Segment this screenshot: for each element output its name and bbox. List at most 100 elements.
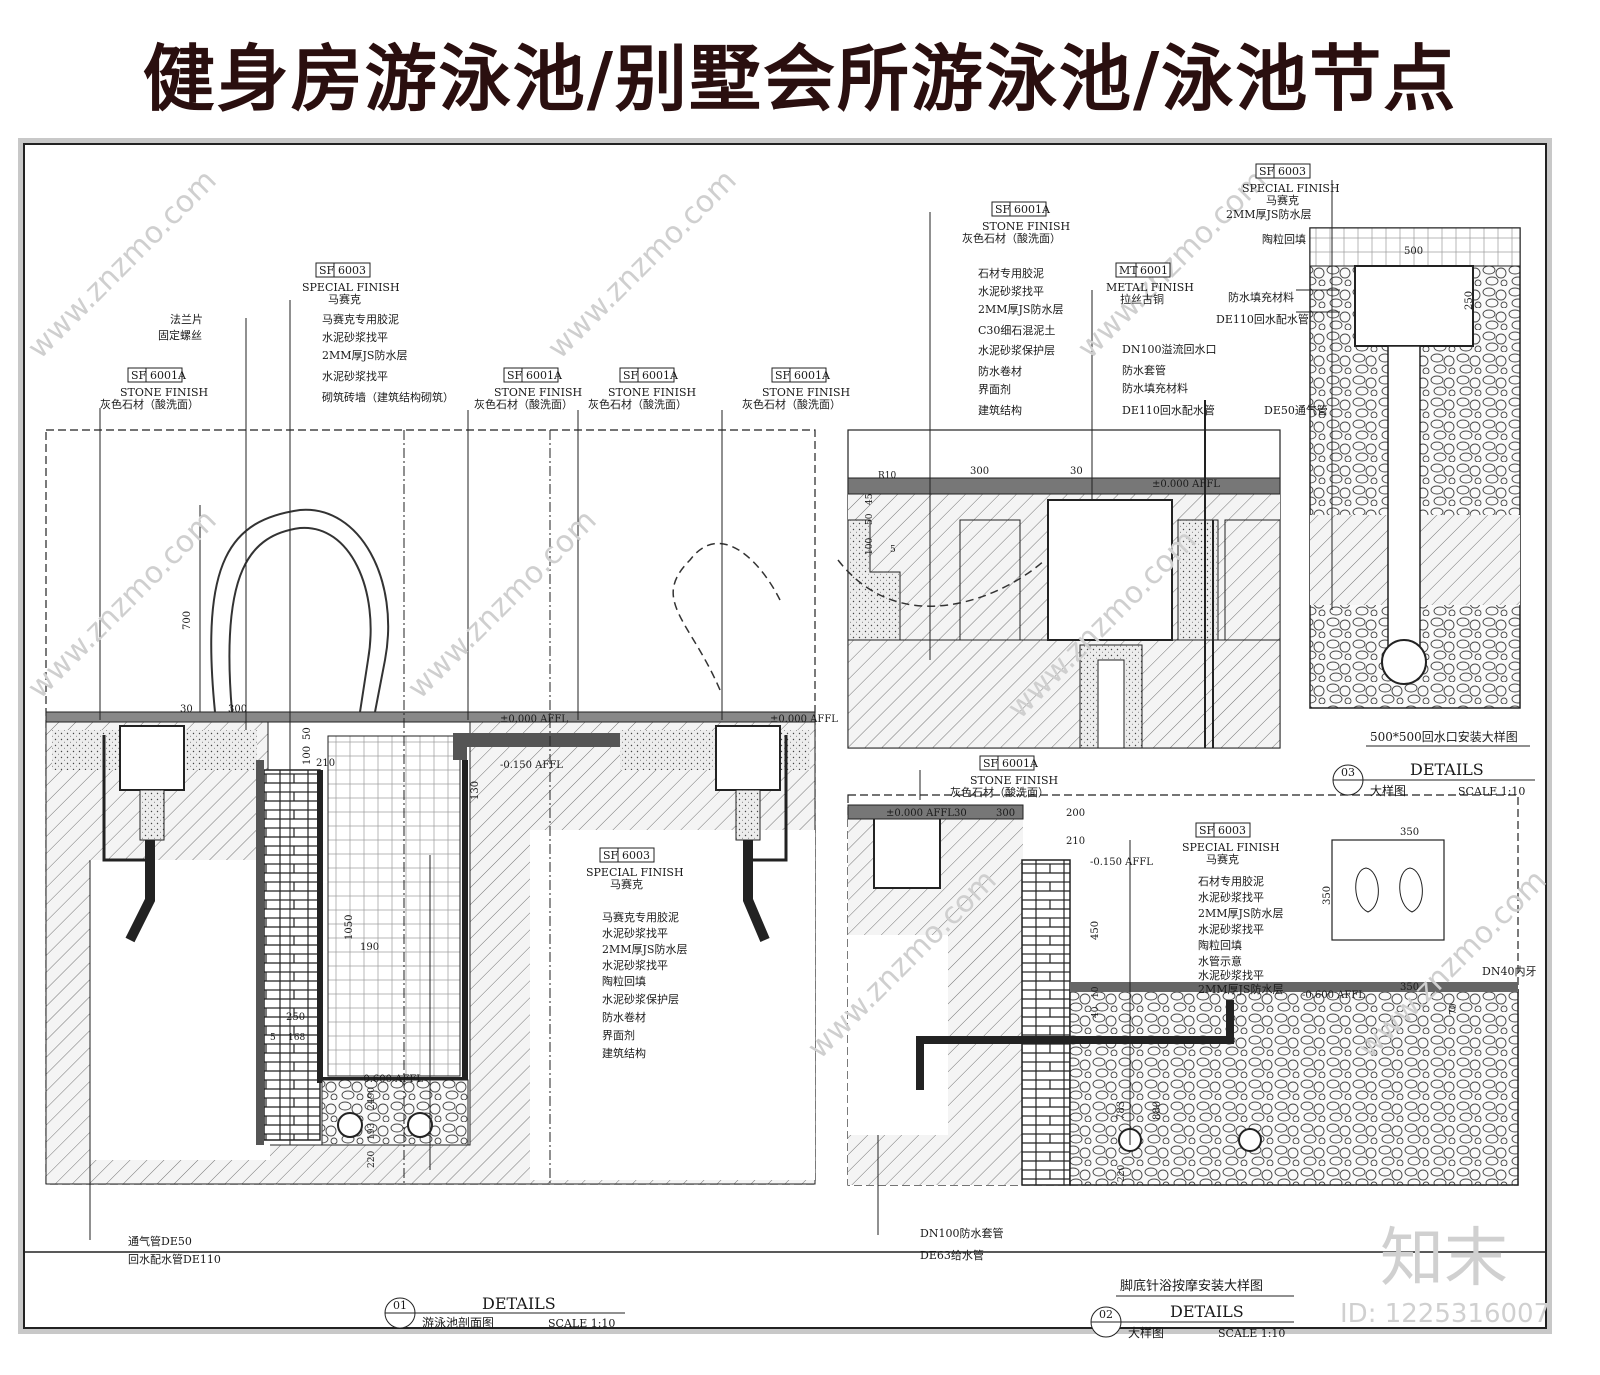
- tag-line1: STONE FINISH: [494, 386, 582, 399]
- dim-text: 30: [954, 808, 967, 819]
- layer-label: 水泥砂浆找平: [1198, 890, 1264, 904]
- layer-label: 水泥砂浆找平: [1198, 922, 1264, 936]
- layer-label: 陶粒回填: [602, 974, 646, 988]
- layer-label: 水泥砂浆找平: [602, 958, 668, 972]
- dim-text: 190: [360, 942, 379, 953]
- tag-num: 6003: [1218, 824, 1246, 837]
- dim-text: R10: [878, 471, 897, 481]
- layer-label: 界面剂: [602, 1028, 635, 1042]
- tag-num: 6001A: [642, 369, 679, 382]
- layer-label: 陶粒回填: [1198, 938, 1242, 952]
- tag-code: SF: [995, 203, 1011, 216]
- layer-label: 水泥砂浆找平: [602, 926, 668, 940]
- tag-line2: 灰色石材（酸洗面）: [950, 785, 1049, 799]
- tag-num: 6001A: [1014, 203, 1051, 216]
- label-flange: 法兰片: [170, 312, 203, 326]
- pipe-label: 通气管DE50: [128, 1234, 192, 1248]
- detail-03-inset: [1296, 180, 1521, 709]
- tag-code: SF: [1259, 165, 1275, 178]
- level-mark: -0.600 AFFL: [360, 1074, 423, 1085]
- detail-number: 01: [393, 1299, 407, 1312]
- watermark-id: ID: 1225316007: [1340, 1299, 1550, 1329]
- tag-line2: 灰色石材（酸洗面）: [962, 231, 1061, 245]
- tag-special-finish: SF 6003 SPECIAL FINISH 马赛克: [586, 847, 684, 891]
- tag-num: 6003: [1278, 165, 1306, 178]
- layer-label: 水泥砂浆找平: [322, 330, 388, 344]
- dim-text: 40: [1091, 1006, 1101, 1018]
- inset-label: 2MM厚JS防水层: [1226, 207, 1311, 221]
- detail-03-title: 03 DETAILS 大样图 SCALE 1:10: [1332, 760, 1535, 798]
- dim-text: 350: [1322, 886, 1333, 905]
- dim-text: 450: [1090, 921, 1101, 940]
- level-mark: ±0.000 AFFL: [500, 714, 568, 725]
- tag-line1: STONE FINISH: [762, 386, 850, 399]
- layer-label: 2MM厚JS防水层: [1198, 982, 1283, 996]
- tag-code: SF: [507, 369, 523, 382]
- pipe-label: DN100防水套管: [920, 1226, 1003, 1240]
- level-mark: ±0.000 AFFL: [886, 808, 954, 819]
- detail-02-title: 02 DETAILS 大样图 SCALE 1:10: [1090, 1302, 1294, 1340]
- inset-label: 陶粒回填: [1262, 232, 1306, 246]
- tag-line2: 马赛克: [328, 292, 361, 306]
- pipe-label: DE63给水管: [920, 1248, 984, 1262]
- dim-text: 500: [1404, 246, 1423, 257]
- dim-text: 100: [302, 746, 313, 765]
- tag-stone-finish: SF 6001A STONE FINISH 灰色石材（酸洗面）: [950, 755, 1058, 799]
- watermark-logo: 知末: [1380, 1222, 1508, 1296]
- dim-text: 350: [1400, 982, 1419, 993]
- tag-line2: 拉丝古铜: [1120, 292, 1164, 306]
- tag-stone-finish: SF 6001A STONE FINISH 灰色石材（酸洗面）: [474, 367, 582, 411]
- dim-text: 30: [1070, 466, 1083, 477]
- dim-text: 130: [470, 781, 481, 800]
- level-mark: -0.600 AFFL: [1302, 990, 1365, 1001]
- layer-label: 马赛克专用胶泥: [322, 312, 399, 326]
- layer-label: 水泥砂浆找平: [322, 369, 388, 383]
- tag-num: 6001A: [150, 369, 187, 382]
- detail-subtitle: 大样图: [1370, 783, 1406, 798]
- layer-label: 2MM厚JS防水层: [602, 942, 687, 956]
- tag-special-finish: SF 6003 SPECIAL FINISH 马赛克: [1242, 163, 1340, 207]
- tag-code: SF: [983, 757, 999, 770]
- tag-line2: 马赛克: [1206, 852, 1239, 866]
- dim-text: 168: [288, 1033, 305, 1043]
- detail-title: DETAILS: [1410, 760, 1484, 779]
- layer-label: C30细石混泥土: [978, 324, 1055, 337]
- layer-label: 防水卷材: [978, 364, 1022, 378]
- tag-num: 6001A: [526, 369, 563, 382]
- detail-scale: SCALE 1:10: [548, 1317, 615, 1330]
- fitting-label: DN40内牙: [1482, 964, 1536, 978]
- tag-line1: METAL FINISH: [1106, 281, 1194, 294]
- tag-num: 6003: [338, 264, 366, 277]
- tag-code: SF: [603, 849, 619, 862]
- layer-label: 砌筑砖墙（建筑结构砌筑）: [322, 390, 454, 404]
- dim-text: 300: [996, 808, 1015, 819]
- layer-label: DE110回水配水管: [1122, 403, 1215, 417]
- detail-01-title: 01 DETAILS 游泳池剖面图 SCALE 1:10: [384, 1294, 625, 1330]
- tag-line1: SPECIAL FINISH: [1242, 182, 1340, 195]
- layer-label: 界面剂: [978, 382, 1011, 396]
- detail-03-section: [837, 212, 1281, 749]
- detail-scale: SCALE 1:10: [1218, 1327, 1285, 1340]
- tag-stone-finish: SF 6001A STONE FINISH 灰色石材（酸洗面）: [100, 367, 208, 411]
- layer-label: 防水填充材料: [1122, 381, 1188, 395]
- tag-code: SF: [775, 369, 791, 382]
- dim-text: 210: [1066, 836, 1085, 847]
- level-mark: -0.150 AFFL: [500, 760, 563, 771]
- tag-line1: STONE FINISH: [982, 220, 1070, 233]
- detail-subtitle: 大样图: [1128, 1325, 1164, 1340]
- tag-line2: 灰色石材（酸洗面）: [742, 397, 841, 411]
- tag-code: SF: [623, 369, 639, 382]
- pipe-label: 回水配水管DE110: [128, 1252, 221, 1266]
- tag-special-finish: SF 6003 SPECIAL FINISH 马赛克: [1182, 822, 1280, 866]
- dim-text: 2490: [367, 1087, 377, 1110]
- tag-num: 6001A: [1002, 757, 1039, 770]
- layer-label: 水泥砂浆找平: [978, 284, 1044, 298]
- tag-line2: 灰色石材（酸洗面）: [474, 397, 573, 411]
- dim-text: 350: [1400, 827, 1419, 838]
- detail-subtitle: 游泳池剖面图: [422, 1316, 494, 1330]
- layer-label: 马赛克专用胶泥: [602, 910, 679, 924]
- dim-text: 300: [228, 704, 247, 715]
- dim-text: 1050: [344, 915, 355, 940]
- layer-label: 水泥砂浆保护层: [978, 343, 1055, 357]
- dim-text: 70: [1449, 1003, 1459, 1015]
